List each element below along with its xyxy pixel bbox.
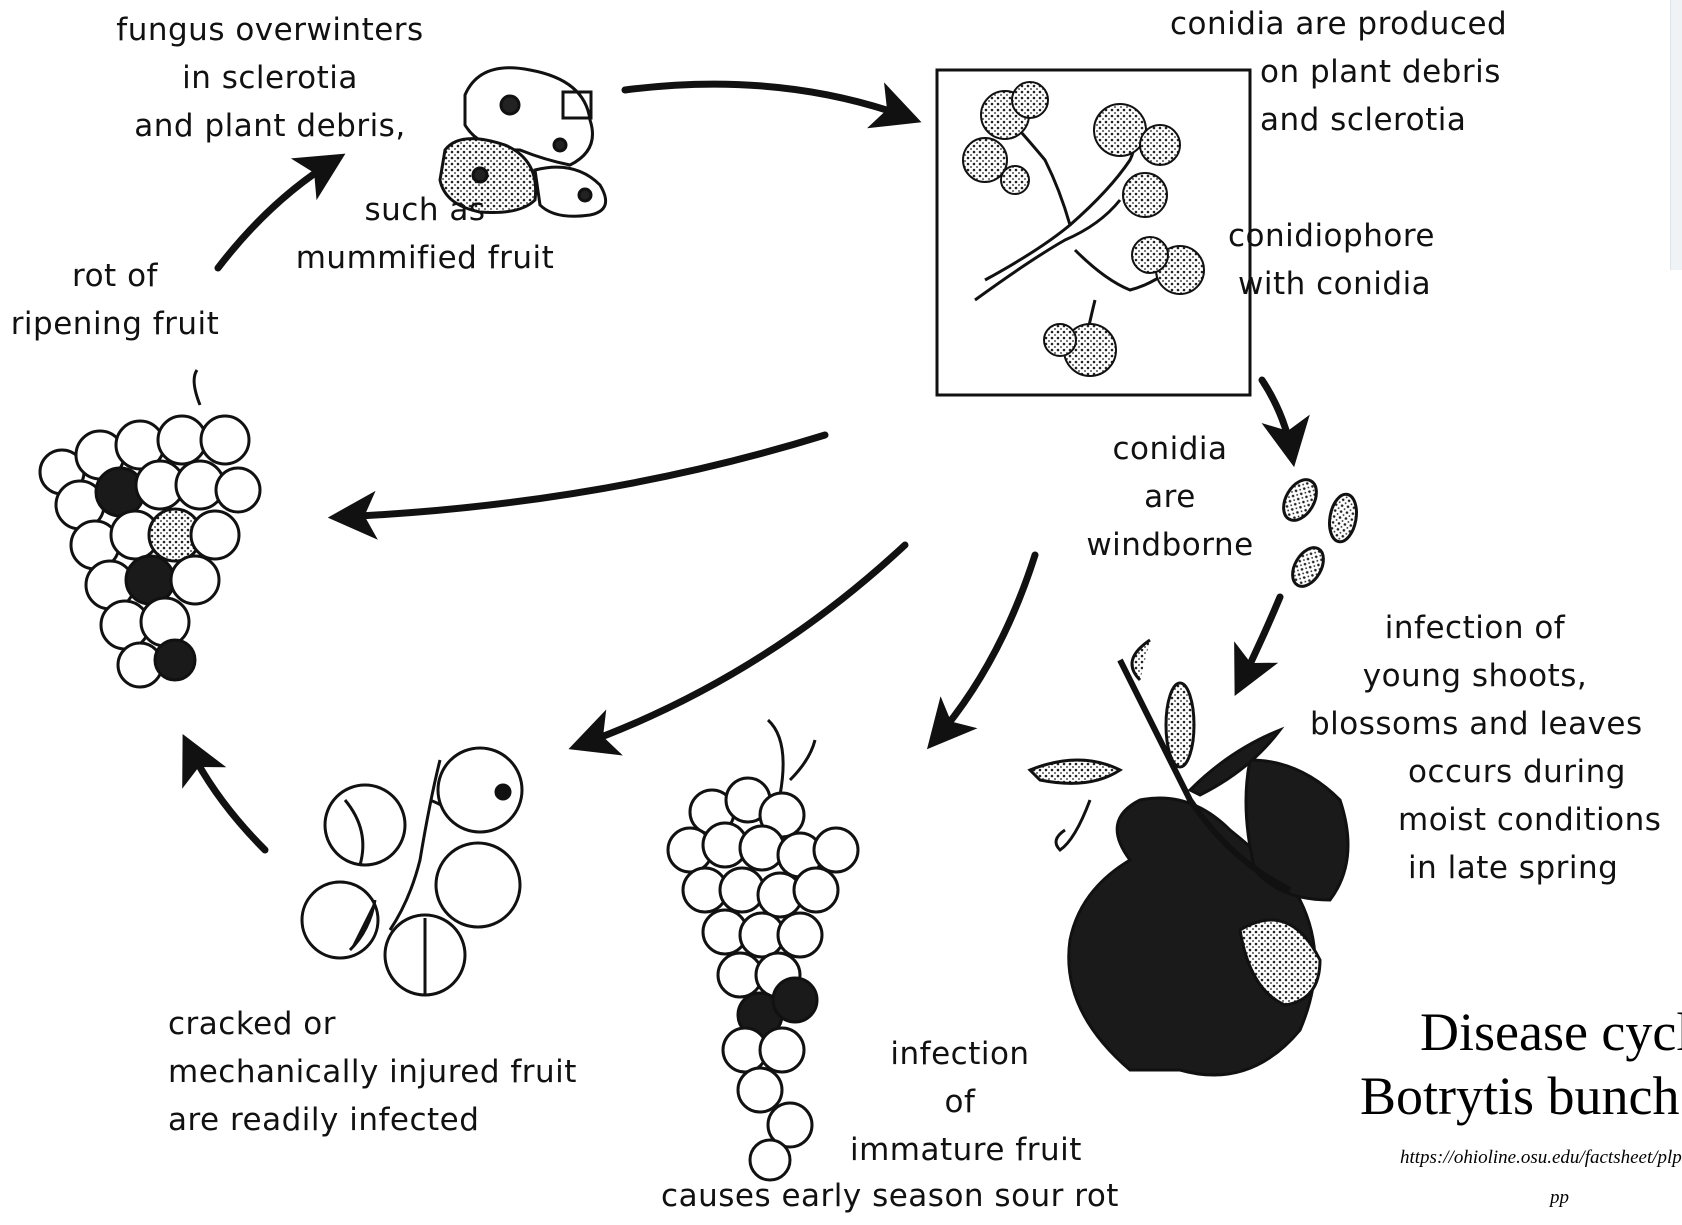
rotting-grape-cluster-icon bbox=[40, 370, 260, 687]
label-mummified-fruit: such as mummified fruit bbox=[280, 186, 570, 282]
infected-shoot-icon bbox=[1030, 640, 1348, 1075]
adjacent-window-edge bbox=[1670, 0, 1682, 270]
arrow-to-immature-fruit bbox=[935, 555, 1035, 740]
label-moist-conditions: occurs during moist conditions in late s… bbox=[1398, 748, 1668, 892]
arrow-to-ripening-rot bbox=[340, 435, 825, 517]
label-windborne: conidia are windborne bbox=[1065, 425, 1275, 569]
arrow-overwinter-to-conidia bbox=[625, 84, 910, 118]
arrow-to-cracked-fruit bbox=[580, 545, 905, 745]
label-cracked-fruit: cracked or mechanically injured fruit ar… bbox=[168, 1000, 608, 1144]
label-infection-shoots: infection of young shoots, blossoms and … bbox=[1310, 604, 1640, 748]
label-conidiophore: conidiophore with conidia bbox=[1228, 212, 1488, 308]
caption-title: Disease cycle of Botrytis bunch rot bbox=[1360, 1000, 1682, 1128]
arrow-windborne-to-shoots bbox=[1240, 597, 1280, 685]
label-rot-ripening: rot of ripening fruit bbox=[5, 252, 225, 348]
immature-grape-cluster-icon bbox=[668, 720, 858, 1180]
label-immature-fruit: infection of immature fruit bbox=[850, 1030, 1070, 1174]
windborne-conidia-icon bbox=[1277, 474, 1360, 592]
cracked-grapes-icon bbox=[302, 748, 522, 995]
source-url-link[interactable]: https://ohioline.osu.edu/factsheet/plpat… bbox=[1400, 1138, 1682, 1218]
label-sour-rot: causes early season sour rot bbox=[630, 1172, 1150, 1220]
arrow-cracked-to-ripening bbox=[188, 745, 265, 850]
label-conidia-produced: conidia are produced on plant debris and… bbox=[1170, 0, 1550, 144]
label-overwinter: fungus overwinters in sclerotia and plan… bbox=[105, 6, 435, 150]
